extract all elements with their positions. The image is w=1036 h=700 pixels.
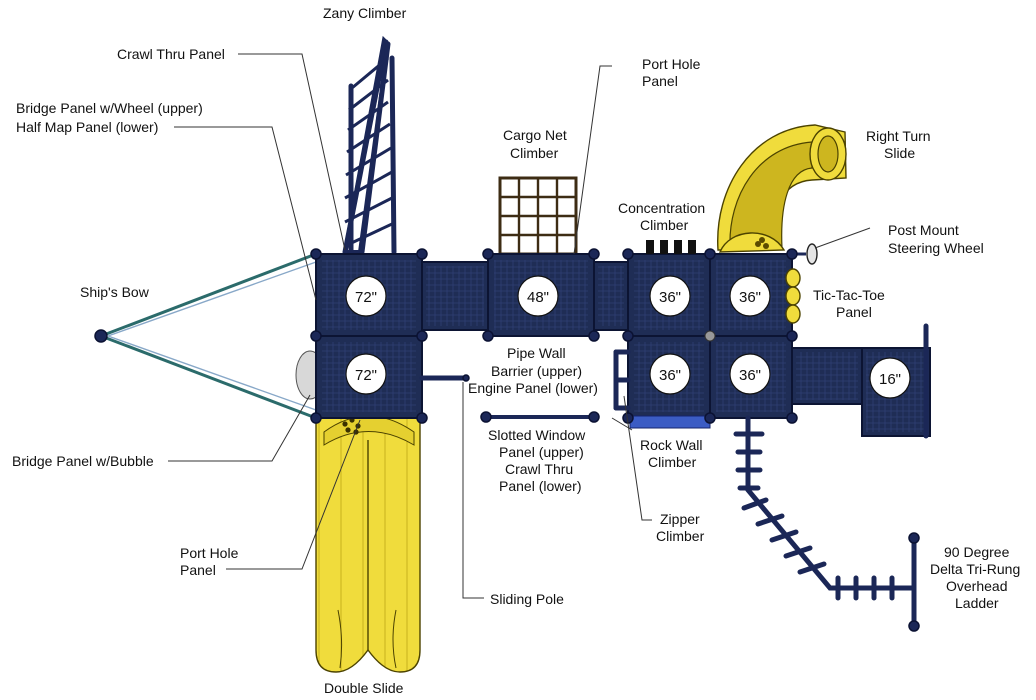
- deck-label-36-d: 36": [739, 367, 761, 384]
- label-double-slide: Double Slide: [324, 680, 404, 696]
- label-port-hole-left-2: Panel: [180, 562, 216, 578]
- label-slotted-3: Crawl Thru: [505, 461, 573, 477]
- label-slotted-2: Panel (upper): [499, 444, 584, 460]
- label-cargo-net-1: Cargo Net: [503, 127, 567, 143]
- label-bridge-panel-bubble: Bridge Panel w/Bubble: [12, 453, 154, 469]
- label-right-turn-1: Right Turn: [866, 128, 931, 144]
- deck-structure: [315, 240, 931, 439]
- label-pipe-wall-1: Pipe Wall: [507, 345, 566, 361]
- deck-circle-36-a: [649, 275, 691, 317]
- right-turn-slide: [717, 124, 847, 253]
- deck-circle-36-b: [729, 275, 771, 317]
- label-slotted-4: Panel (lower): [499, 478, 581, 494]
- deck-label-36-b: 36": [739, 289, 761, 306]
- label-pipe-wall-2: Barrier (upper): [491, 363, 582, 379]
- deck-circle-72-upper: [345, 275, 387, 317]
- deck-label-36-a: 36": [659, 289, 681, 306]
- label-zipper-2: Climber: [656, 528, 705, 544]
- label-right-turn-2: Slide: [884, 145, 915, 161]
- label-tic-tac-toe-2: Panel: [836, 304, 872, 320]
- label-slotted-1: Slotted Window: [488, 427, 586, 443]
- label-crawl-thru-panel: Crawl Thru Panel: [117, 46, 225, 62]
- cargo-net-climber: [498, 176, 578, 256]
- leader-lines: [168, 53, 871, 599]
- label-rock-wall-1: Rock Wall: [640, 437, 703, 453]
- deck-circle-36-c: [649, 353, 691, 395]
- label-rock-wall-2: Climber: [648, 454, 697, 470]
- overhead-ladder: [733, 415, 920, 632]
- posts: [310, 248, 798, 424]
- label-tic-tac-toe-1: Tic-Tac-Toe: [813, 287, 885, 303]
- label-concentration-2: Climber: [640, 217, 689, 233]
- label-pipe-wall-3: Engine Panel (lower): [468, 380, 598, 396]
- deck-label-36-c: 36": [659, 367, 681, 384]
- deck-circle-36-d: [729, 353, 771, 395]
- label-bridge-panel-wheel-upper: Bridge Panel w/Wheel (upper): [16, 100, 203, 116]
- double-slide: [315, 409, 421, 673]
- label-zipper-1: Zipper: [660, 511, 700, 527]
- label-concentration-1: Concentration: [618, 200, 705, 216]
- label-port-hole-top-1: Port Hole: [642, 56, 701, 72]
- label-bridge-panel-wheel-lower: Half Map Panel (lower): [16, 119, 158, 135]
- label-delta-1: 90 Degree: [944, 544, 1010, 560]
- deck-label-48: 48": [527, 289, 549, 306]
- label-delta-2: Delta Tri-Rung: [930, 561, 1020, 577]
- label-ships-bow: Ship's Bow: [80, 284, 150, 300]
- label-post-mount-1: Post Mount: [888, 222, 959, 238]
- deck-circle-48: [517, 275, 559, 317]
- label-port-hole-left-1: Port Hole: [180, 545, 239, 561]
- deck-circle-72-lower: [345, 353, 387, 395]
- deck-circle-16: [869, 357, 911, 399]
- zany-climber: [342, 35, 397, 255]
- deck-label-72-lower: 72": [355, 367, 377, 384]
- deck-label-16: 16": [879, 371, 901, 388]
- label-cargo-net-2: Climber: [510, 145, 559, 161]
- ships-bow: [94, 252, 317, 420]
- label-zany-climber: Zany Climber: [323, 5, 407, 21]
- label-port-hole-top-2: Panel: [642, 73, 678, 89]
- label-sliding-pole: Sliding Pole: [490, 591, 564, 607]
- deck-label-72-upper: 72": [355, 289, 377, 306]
- label-post-mount-2: Steering Wheel: [888, 240, 984, 256]
- label-delta-3: Overhead: [946, 578, 1007, 594]
- label-delta-4: Ladder: [955, 595, 999, 611]
